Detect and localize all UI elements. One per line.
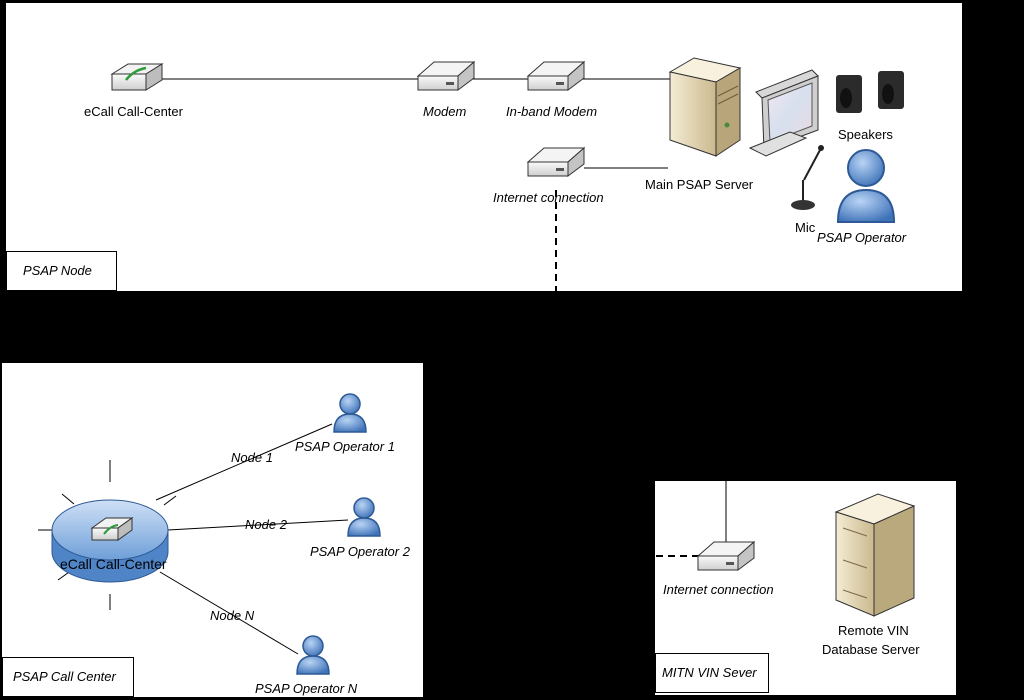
main-psap-server-label: Main PSAP Server: [645, 177, 754, 192]
psap-node-panel: [6, 3, 962, 291]
modem-label: Modem: [423, 104, 467, 119]
psap-operator-person-icon: [836, 149, 896, 223]
remote-vin-label-line1: Remote VIN: [838, 623, 909, 638]
psap-operator-2-label: PSAP Operator 2: [310, 544, 410, 559]
mitn-internet-connection-label: Internet connection: [663, 582, 774, 597]
internet-connection-device-icon: [526, 146, 586, 177]
remote-vin-database-server-icon: [834, 493, 916, 617]
psap-operator-2-person-icon: [347, 497, 381, 537]
mitn-internet-connection-device-icon: [696, 540, 756, 571]
psap-operator-n-label: PSAP Operator N: [255, 681, 358, 696]
psap-node-panel-label: PSAP Node: [6, 251, 117, 291]
ecall-call-center-device-icon: [110, 63, 164, 91]
psap-call-center-panel-label: PSAP Call Center: [2, 657, 134, 697]
inband-modem-label: In-band Modem: [506, 104, 598, 119]
node-n-label: Node N: [210, 608, 255, 623]
ecall-call-center-label: eCall Call-Center: [84, 104, 183, 119]
hub-label: eCall Call-Center: [60, 556, 167, 572]
monitor-icon: [748, 69, 819, 157]
node-1-label: Node 1: [231, 450, 273, 465]
main-psap-server-icon: [668, 57, 742, 157]
ecall-call-center-hub-icon: [51, 499, 169, 583]
node-2-label: Node 2: [245, 517, 287, 532]
speakers-label: Speakers: [838, 127, 893, 142]
mic-label: Mic: [795, 220, 816, 235]
mitn-vin-server-panel-label: MITN VIN Sever: [655, 653, 769, 693]
psap-operator-1-label: PSAP Operator 1: [295, 439, 395, 454]
mic-icon: [791, 145, 824, 210]
speakers-icon: [836, 71, 904, 113]
psap-operator-label: PSAP Operator: [817, 230, 907, 245]
modem-device-icon: [416, 60, 476, 91]
psap-operator-n-person-icon: [296, 635, 330, 675]
remote-vin-label-line2: Database Server: [822, 642, 920, 657]
internet-connection-label: Internet connection: [493, 190, 604, 205]
psap-operator-1-person-icon: [333, 393, 367, 433]
inband-modem-device-icon: [526, 60, 586, 91]
